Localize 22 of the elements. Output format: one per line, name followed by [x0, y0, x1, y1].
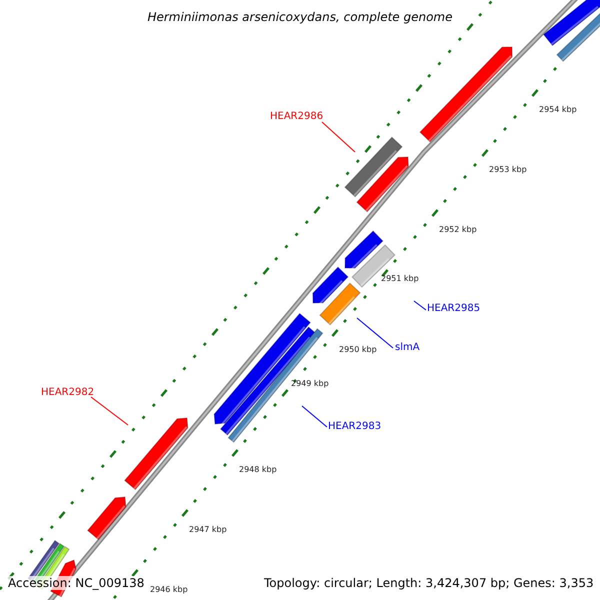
- title: Herminiimonas arsenicoxydans, complete genome: [146, 10, 454, 24]
- gene-label: HEAR2985: [427, 303, 480, 315]
- gene-label: slmA: [395, 342, 420, 354]
- gene-label: HEAR2982: [41, 387, 94, 399]
- leader-line: [414, 300, 426, 310]
- leader-line: [356, 318, 394, 348]
- gene-label: HEAR2983: [328, 421, 382, 433]
- tick-label: 2947 kbp: [189, 525, 227, 534]
- leader-line: [322, 122, 356, 152]
- info-text: Topology: circular; Length: 3,424,307 bp; Genes: 3,353: [262, 576, 596, 590]
- tick-label: 2952 kbp: [439, 225, 477, 234]
- tick-label: 2951 kbp: [381, 274, 419, 283]
- tick-label: 2949 kbp: [291, 379, 329, 388]
- info-text: Accession: NC_009138: [6, 576, 146, 590]
- tick-label: 2954 kbp: [539, 105, 577, 114]
- tick-label: 2953 kbp: [489, 165, 527, 174]
- leader-line: [90, 396, 128, 426]
- gene-label: HEAR2986: [270, 111, 324, 123]
- tick-label: 2946 kbp: [150, 585, 188, 594]
- tick-label: 2950 kbp: [339, 345, 377, 354]
- tick-label: 2948 kbp: [239, 465, 277, 474]
- leader-line: [302, 406, 328, 428]
